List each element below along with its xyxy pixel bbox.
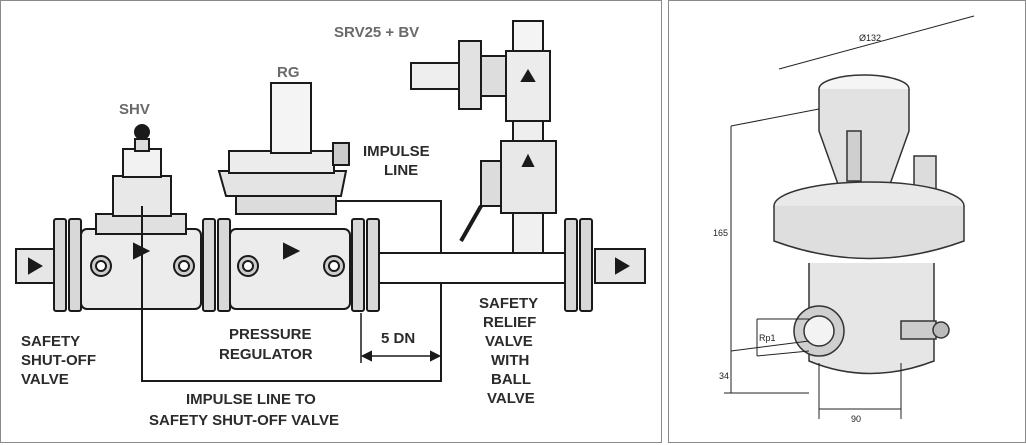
outlet-flange-1 xyxy=(564,218,578,312)
outlet-flange-2 xyxy=(579,218,593,312)
dn-arrowheads-icon xyxy=(360,350,442,362)
relief-label-5: BALL xyxy=(491,371,531,388)
impulse-line-label-2: LINE xyxy=(384,162,418,179)
rg-outlet-flange-1 xyxy=(351,218,365,312)
regulator-flange xyxy=(235,195,337,215)
regulator-dimension-drawing: Ø132 165 Rp1 34 90 xyxy=(713,15,975,424)
diameter-label: Ø132 xyxy=(859,33,881,43)
relief-valve-cap xyxy=(512,20,544,52)
relief-valve-diaphragm xyxy=(458,40,482,110)
impulse-to-shv-label-2: SAFETY SHUT-OFF VALVE xyxy=(149,412,339,429)
regulator-diaphragm-housing xyxy=(217,170,348,197)
relief-label-4: WITH xyxy=(491,352,529,369)
pressure-tap xyxy=(900,320,937,340)
ball-valve-arrow-icon xyxy=(521,153,535,167)
diaphragm-housing-side xyxy=(773,206,965,260)
safety-shutoff-label-2: SHUT-OFF xyxy=(21,352,96,369)
offset-label: 34 xyxy=(719,371,729,381)
ball-valve-lever xyxy=(459,205,483,242)
width-label: 90 xyxy=(851,414,861,424)
relief-label-2: RELIEF xyxy=(483,314,536,331)
safety-shutoff-label-3: VALVE xyxy=(21,371,69,388)
pressure-tap-nut-icon xyxy=(932,321,950,339)
relief-riser xyxy=(512,212,544,254)
relief-label-6: VALVE xyxy=(487,390,535,407)
housing-window xyxy=(846,130,862,182)
mid-flange-2 xyxy=(217,218,231,312)
relief-valve-spring xyxy=(480,55,507,97)
pressure-regulator-body xyxy=(229,228,351,310)
outlet-flow-arrow-icon xyxy=(615,257,630,275)
shv-stem xyxy=(134,138,150,152)
regulator-cover xyxy=(228,150,335,174)
mid-flange-1 xyxy=(202,218,216,312)
inlet-thread-icon xyxy=(803,315,835,347)
valve-body xyxy=(808,263,935,375)
installation-schematic-panel: SRV25 + BV RG SHV IMPULSE LINE SAFETY SH… xyxy=(0,0,662,443)
relief-label-1: SAFETY xyxy=(479,295,538,312)
relief-label-3: VALVE xyxy=(485,333,533,350)
inlet-pipe xyxy=(15,248,57,284)
shv-head xyxy=(122,148,162,178)
height-label: 165 xyxy=(713,228,728,238)
shv-knob-icon xyxy=(134,124,150,140)
pressure-regulator-label-2: REGULATOR xyxy=(219,346,313,363)
pressure-regulator-label-1: PRESSURE xyxy=(229,326,312,343)
thread-lines xyxy=(756,318,810,357)
rg-outlet-flange-2 xyxy=(366,218,380,312)
rg-label: RG xyxy=(277,64,300,81)
inlet-flange xyxy=(53,218,67,312)
offset-line xyxy=(724,351,809,394)
diameter-line xyxy=(778,15,975,70)
regulator-vent xyxy=(332,142,350,166)
relief-valve-body xyxy=(505,50,551,122)
inlet-flow-arrow-icon xyxy=(28,257,43,275)
thread-label: Rp1 xyxy=(759,333,776,343)
relief-valve-arrow-icon xyxy=(520,69,536,82)
height-extension-lines xyxy=(730,108,820,352)
relief-valve-adjuster xyxy=(410,62,460,90)
ball-valve-handle-mount xyxy=(480,160,502,207)
impulse-line xyxy=(336,200,442,253)
dimension-drawing-panel: Ø132 165 Rp1 34 90 xyxy=(668,0,1026,443)
impulse-to-shv-label-1: IMPULSE LINE TO xyxy=(186,391,316,408)
impulse-line-label-1: IMPULSE xyxy=(363,143,430,160)
dn-extension-lines xyxy=(360,313,442,363)
installation-schematic-diagram: SRV25 + BV RG SHV IMPULSE LINE SAFETY SH… xyxy=(15,20,646,429)
inlet-flange-2 xyxy=(68,218,82,312)
ball-valve-body xyxy=(500,140,557,214)
shv-label: SHV xyxy=(119,101,150,118)
regulator-spring-dome xyxy=(270,82,312,154)
relief-connector xyxy=(512,118,544,142)
outlet-pipe xyxy=(378,252,566,284)
srv-label: SRV25 + BV xyxy=(334,24,419,41)
safety-shutoff-label-1: SAFETY xyxy=(21,333,80,350)
rg-flow-arrow-icon xyxy=(283,242,301,260)
width-line xyxy=(818,363,902,419)
five-dn-label: 5 DN xyxy=(381,330,415,347)
